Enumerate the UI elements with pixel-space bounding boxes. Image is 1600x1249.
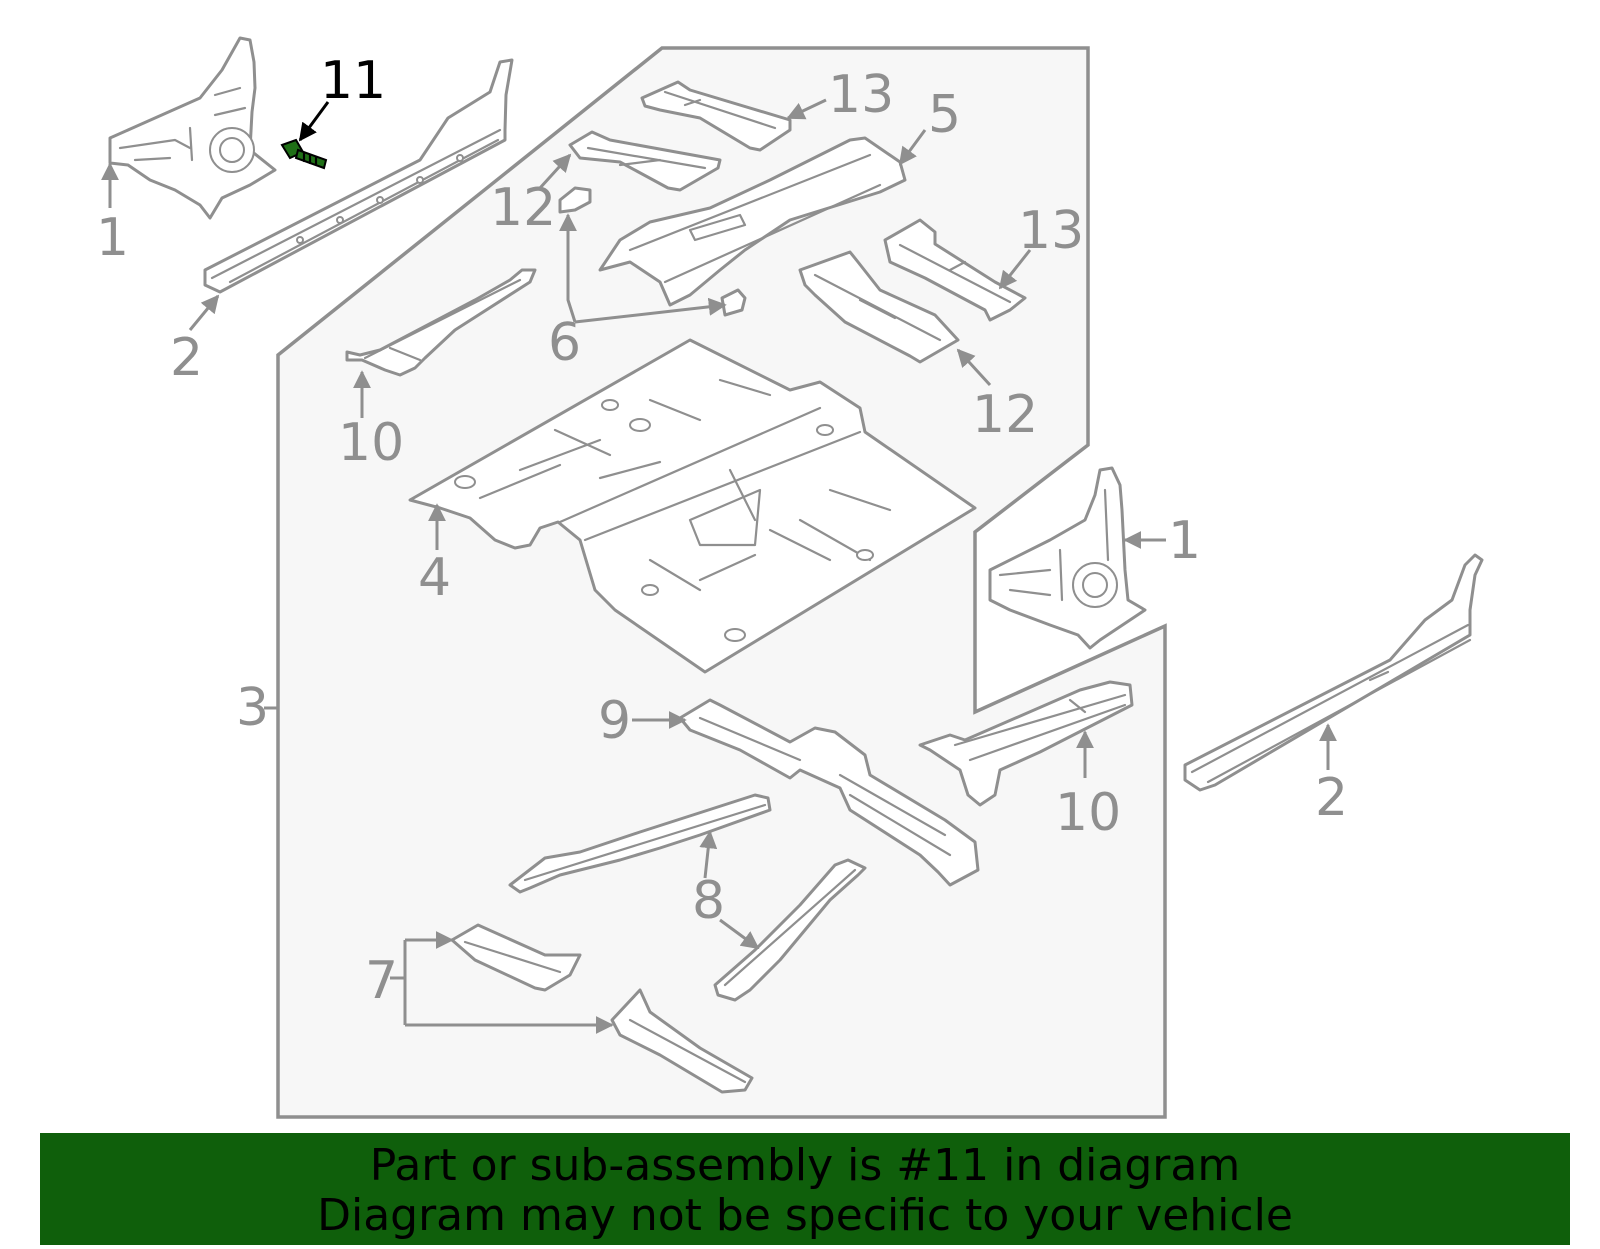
callout-1-top-left: 1 xyxy=(96,208,129,268)
callout-4: 4 xyxy=(418,548,451,608)
part-4-floorpan xyxy=(408,338,977,674)
part-9-brace xyxy=(678,698,980,887)
parts-diagram: 1 2 11 13 12 5 6 xyxy=(96,36,1484,1119)
callout-1-right: 1 xyxy=(1168,511,1201,571)
callout-10-upper: 10 xyxy=(338,413,404,473)
callout-9: 9 xyxy=(598,691,631,751)
part-10-lower xyxy=(918,680,1134,807)
part-12-right xyxy=(798,250,960,364)
part-13-top xyxy=(640,80,792,152)
part-2-left xyxy=(203,58,514,294)
part-1-right xyxy=(988,466,1147,650)
part-12-top xyxy=(568,130,722,192)
callout-13-top: 13 xyxy=(828,65,894,125)
banner-line-2: Diagram may not be specific to your vehi… xyxy=(317,1190,1293,1241)
callout-8: 8 xyxy=(692,871,725,931)
part-10-upper xyxy=(345,268,537,377)
callout-11-highlighted: 11 xyxy=(320,51,386,111)
part-1-left xyxy=(108,36,277,220)
part-5-crossmember xyxy=(598,136,907,307)
callout-7: 7 xyxy=(365,951,398,1011)
part-13-right xyxy=(883,218,1027,322)
callout-3: 3 xyxy=(236,678,269,738)
part-6-brackets xyxy=(558,186,747,317)
part-7-brackets xyxy=(450,923,754,1094)
callout-5: 5 xyxy=(928,85,961,145)
callout-2-left: 2 xyxy=(170,328,203,388)
callout-12-top: 12 xyxy=(490,178,556,238)
part-2-right xyxy=(1183,553,1484,792)
banner-line-1: Part or sub-assembly is #11 in diagram xyxy=(369,1140,1241,1191)
info-banner: Part or sub-assembly is #11 in diagram D… xyxy=(40,1133,1570,1245)
callout-12-right: 12 xyxy=(972,385,1038,445)
callout-10-lower: 10 xyxy=(1055,783,1121,843)
part-11-bolt xyxy=(280,138,328,170)
callout-2-right: 2 xyxy=(1315,768,1348,828)
